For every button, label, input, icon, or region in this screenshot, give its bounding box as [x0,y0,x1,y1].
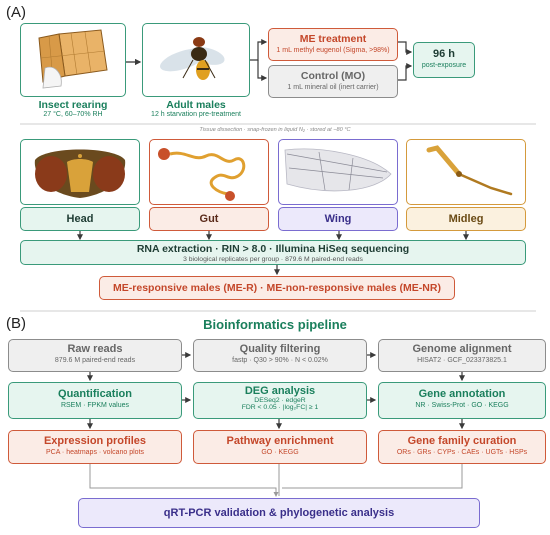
groups-box: ME-responsive males (ME-R) · ME-non-resp… [99,276,455,300]
gene-annotation-detail: NR · Swiss-Prot · GO · KEGG [415,402,509,409]
genome-alignment-title: Genome alignment [412,343,512,355]
pathway-enrichment-box: Pathway enrichment GO · KEGG [193,430,367,464]
raw-reads-detail: 879.6 M paired-end reads [54,357,136,364]
deg-analysis-box: DEG analysis DESeq2 · edgeR FDR < 0.05 ·… [193,382,367,419]
head-image-frame [20,139,140,205]
tissue-gut-label: Gut [199,213,219,225]
tissue-midleg-label: Midleg [448,213,484,225]
arrow-males-to-me [250,39,268,61]
post-exposure-time: 96 h [432,48,455,60]
quantification-box: Quantification RSEM · FPKM values [8,382,182,419]
gut-illustration [158,148,246,201]
arrow-family-to-qrt [282,464,463,489]
tissue-head-label: Head [66,213,94,225]
pipeline-title: Bioinformatics pipeline [203,317,347,332]
adult-males-image-frame [142,23,250,97]
control-title: Control (MO) [300,70,366,82]
quantification-title: Quantification [58,388,132,400]
gene-annotation-title: Gene annotation [418,388,506,400]
insect-rearing-conditions: 27 °C, 60–70% RH [43,111,103,118]
qrt-pcr-box: qRT-PCR validation & phylogenetic analys… [78,498,480,528]
deg-analysis-thresholds: FDR < 0.05 · |log₂FC| ≥ 1 [241,404,319,411]
tissue-wing-box: Wing [278,207,398,231]
starvation-note: 12 h starvation pre-treatment [151,111,241,118]
expression-profiles-detail: PCA · heatmaps · volcano plots [45,449,145,456]
deg-analysis-title: DEG analysis [244,385,316,397]
fruit-fly-illustration [160,37,225,80]
panel-a-label: (A) [6,4,26,21]
arrow-control-to-96h [398,63,413,81]
quality-filtering-box: Quality filtering fastp · Q30 > 90% · N … [193,339,367,372]
groups-label: ME-responsive males (ME-R) · ME-non-resp… [113,282,441,294]
qrt-pcr-label: qRT-PCR validation & phylogenetic analys… [163,507,395,519]
gut-image-frame [149,139,269,205]
adult-males-title: Adult males [166,99,226,111]
tissue-head-box: Head [20,207,140,231]
wing-illustration [284,148,392,192]
expression-profiles-title: Expression profiles [43,435,147,447]
control-detail: 1 mL mineral oil (inert carrier) [287,84,379,91]
rearing-cage-illustration [38,29,108,89]
expression-profiles-box: Expression profiles PCA · heatmaps · vol… [8,430,182,464]
head-illustration [34,149,126,198]
arrow-males-to-control [257,60,268,81]
rna-extraction-detail: 3 biological replicates per group · 879.… [183,256,363,263]
quality-filtering-detail: fastp · Q30 > 90% · N < 0.02% [232,357,328,364]
midleg-illustration [426,145,513,196]
tissue-midleg-box: Midleg [406,207,526,231]
rna-extraction-box: RNA extraction · RIN > 8.0 · Illumina Hi… [20,240,526,265]
me-treatment-detail: 1 mL methyl eugenol (Sigma, >98%) [276,47,390,54]
raw-reads-box: Raw reads 879.6 M paired-end reads [8,339,182,372]
pathway-enrichment-detail: GO · KEGG [261,449,299,456]
gene-family-title: Gene family curation [407,435,517,447]
control-box: Control (MO) 1 mL mineral oil (inert car… [268,65,398,98]
arrow-expression-to-qrt [89,464,279,497]
gene-family-detail: ORs · GRs · CYPs · CAEs · UGTs · HSPs [396,449,528,456]
midleg-image-frame [406,139,526,205]
arrow-me-to-96h [398,41,413,55]
insect-rearing-title: Insect rearing [38,99,108,111]
genome-alignment-box: Genome alignment HISAT2 · GCF_023373825.… [378,339,546,372]
dissection-note: Tissue dissection · snap-frozen in liqui… [199,127,351,133]
me-treatment-title: ME treatment [299,33,367,45]
tissue-gut-box: Gut [149,207,269,231]
panel-b-label: (B) [6,315,26,332]
tissue-wing-label: Wing [324,213,352,225]
rna-extraction-title: RNA extraction · RIN > 8.0 · Illumina Hi… [136,243,410,255]
genome-alignment-detail: HISAT2 · GCF_023373825.1 [417,357,507,364]
insect-rearing-image-frame [20,23,126,97]
me-treatment-box: ME treatment 1 mL methyl eugenol (Sigma,… [268,28,398,61]
post-exposure-label: post-exposure [421,62,467,69]
gene-annotation-box: Gene annotation NR · Swiss-Prot · GO · K… [378,382,546,419]
wing-image-frame [278,139,398,205]
post-exposure-box: 96 h post-exposure [413,42,475,78]
pathway-enrichment-title: Pathway enrichment [226,435,334,447]
deg-analysis-tools: DESeq2 · edgeR [254,397,306,404]
raw-reads-title: Raw reads [67,343,123,355]
quantification-detail: RSEM · FPKM values [60,402,130,409]
quality-filtering-title: Quality filtering [239,343,321,355]
gene-family-box: Gene family curation ORs · GRs · CYPs · … [378,430,546,464]
